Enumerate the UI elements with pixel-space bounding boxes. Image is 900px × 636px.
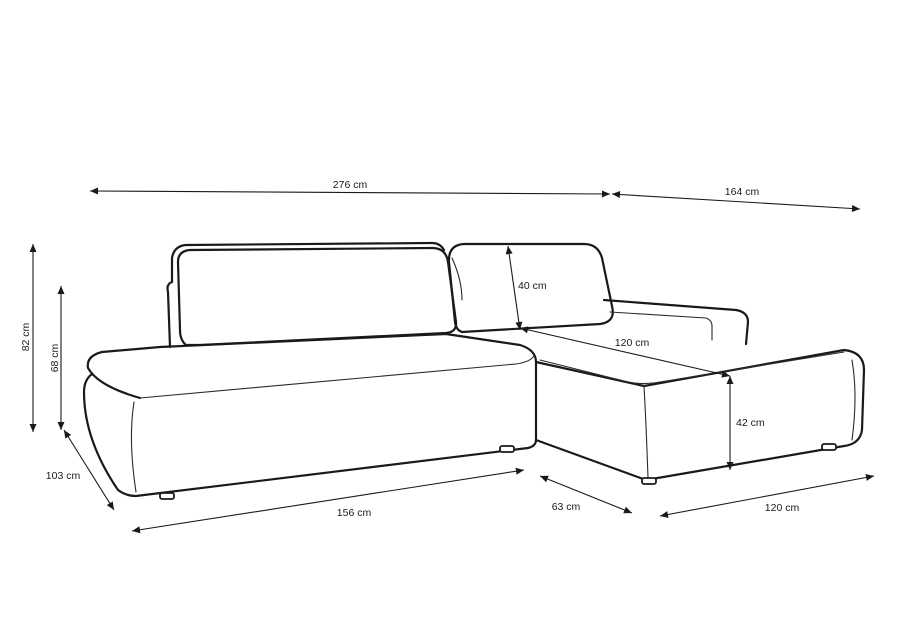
chaise-seat-outline [534,348,866,482]
foot-middle [499,445,515,453]
arrowhead-icon [505,246,513,255]
arrowhead-icon [726,376,734,384]
foot-left [159,492,175,500]
dim-chaise-width-top-line [519,327,731,377]
dim-chaise-width-top-label: 120 cm [615,337,650,349]
chaise-side-seam [851,359,856,441]
arrowhead-icon [851,205,860,213]
dim-backrest-height-label: 40 cm [518,280,547,292]
dim-backrest-height-line [507,245,521,331]
arrowhead-icon [57,422,65,430]
dim-seat-depth-label: 63 cm [552,501,581,513]
dim-seat-height-label: 42 cm [736,417,765,429]
arrowhead-icon [64,430,72,439]
dim-main-section-width-line [131,469,525,532]
chaise-armrest [602,298,750,346]
arrowhead-icon [612,190,621,198]
foot-chaise-front [641,477,657,485]
arrowhead-icon [601,190,610,198]
dim-chaise-depth-top-line [611,193,861,210]
dimension-lines [29,187,875,534]
arrowhead-icon [726,462,734,470]
dim-seat-depth-line [539,475,633,514]
dim-armrest-height-label: 68 cm [49,343,61,372]
left-backrest-panel [166,241,446,349]
dim-sofa-depth-label: 103 cm [46,470,81,482]
left-seat-front-edge [139,355,535,399]
chaise-armrest-inner [609,311,713,341]
arrowhead-icon [865,474,874,481]
chaise-seat-inner-edge [539,351,845,385]
arrowhead-icon [132,526,141,534]
foot-chaise-right [821,443,837,451]
dimension-labels: 276 cm 164 cm 40 cm 120 cm 82 cm 68 cm 4… [20,179,799,519]
arrowhead-icon [540,475,549,483]
right-cushion-seam [451,257,463,301]
arrowhead-icon [106,501,114,510]
left-seat-seam [130,401,137,493]
left-back-cushion [176,246,458,347]
dim-total-width-line [89,190,611,195]
left-seat-outline [82,332,538,498]
dim-total-height-label: 82 cm [20,322,32,351]
dim-total-width-label: 276 cm [333,179,368,191]
arrowhead-icon [721,370,730,378]
dim-chaise-width-bottom-line [659,475,875,517]
arrowhead-icon [623,506,632,514]
arrowhead-icon [660,511,669,518]
arrowhead-icon [520,326,529,334]
dim-chaise-width-bottom-label: 120 cm [765,502,800,514]
dim-main-section-width-label: 156 cm [337,507,372,519]
arrowhead-icon [57,286,65,294]
dim-sofa-depth-line [63,429,115,511]
arrowhead-icon [515,321,523,330]
dim-chaise-depth-top-label: 164 cm [725,186,760,198]
arrowhead-icon [90,187,99,195]
sofa-drawing [82,241,866,500]
right-back-cushion [447,242,614,334]
chaise-seat-front-edge [643,385,649,479]
arrowhead-icon [29,424,37,432]
arrowhead-icon [515,467,524,475]
arrowhead-icon [29,244,37,252]
